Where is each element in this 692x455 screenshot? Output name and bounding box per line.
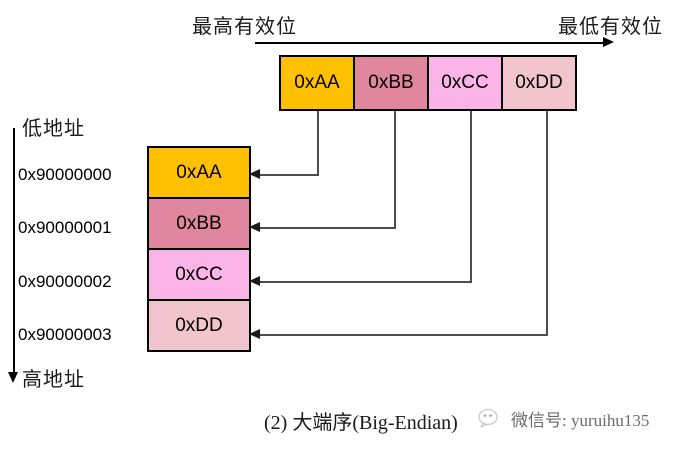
connector-0-vertical bbox=[317, 111, 319, 175]
memory-cell-2: 0xCC bbox=[147, 248, 251, 301]
least-significant-bit-label: 最低有效位 bbox=[558, 16, 663, 38]
connector-2-vertical bbox=[470, 111, 472, 282]
address-label-3: 0x90000003 bbox=[18, 325, 112, 344]
memory-cell-3: 0xDD bbox=[147, 299, 251, 352]
connector-0-arrow-head bbox=[249, 169, 260, 179]
watermark: 微信号: yuruihu135 bbox=[478, 406, 649, 431]
value-byte-2-label: 0xCC bbox=[441, 72, 489, 93]
value-byte-0-label: 0xAA bbox=[294, 72, 340, 93]
connector-3-vertical bbox=[546, 111, 548, 335]
connector-2-arrow-head bbox=[249, 276, 260, 286]
diagram-caption: (2) 大端序(Big-Endian) bbox=[264, 412, 458, 434]
wechat-icon bbox=[478, 408, 498, 428]
connector-1-vertical bbox=[394, 111, 396, 228]
connector-0-horizontal bbox=[259, 174, 319, 176]
address-axis-line bbox=[13, 128, 15, 376]
most-significant-bit-label: 最高有效位 bbox=[192, 16, 297, 38]
memory-cell-3-label: 0xDD bbox=[175, 314, 223, 336]
memory-cell-0-label: 0xAA bbox=[176, 161, 222, 183]
significance-arrow-head bbox=[603, 37, 614, 47]
high-address-label: 高地址 bbox=[22, 369, 85, 391]
memory-cell-1: 0xBB bbox=[147, 197, 251, 250]
memory-cell-0: 0xAA bbox=[147, 146, 251, 199]
value-byte-1-label: 0xBB bbox=[368, 72, 414, 93]
connector-3-horizontal bbox=[259, 334, 548, 336]
address-label-2: 0x90000002 bbox=[18, 272, 112, 291]
value-byte-0: 0xAA bbox=[279, 55, 355, 111]
watermark-text: 微信号: yuruihu135 bbox=[511, 411, 650, 430]
memory-cell-1-label: 0xBB bbox=[176, 212, 222, 234]
memory-cell-2-label: 0xCC bbox=[175, 263, 223, 285]
address-axis-arrow-head bbox=[8, 372, 18, 383]
connector-3-arrow-head bbox=[249, 329, 260, 339]
low-address-label: 低地址 bbox=[22, 118, 85, 140]
value-byte-3: 0xDD bbox=[501, 55, 577, 111]
value-byte-2: 0xCC bbox=[427, 55, 503, 111]
address-label-0: 0x90000000 bbox=[18, 165, 112, 184]
significance-arrow-line bbox=[255, 42, 605, 44]
memory-column: 0xAA 0xBB 0xCC 0xDD bbox=[147, 146, 251, 352]
value-byte-strip: 0xAA 0xBB 0xCC 0xDD bbox=[279, 55, 577, 111]
value-byte-3-label: 0xDD bbox=[515, 72, 563, 93]
connector-1-arrow-head bbox=[249, 222, 260, 232]
address-label-1: 0x90000001 bbox=[18, 218, 112, 237]
connector-1-horizontal bbox=[259, 227, 396, 229]
value-byte-1: 0xBB bbox=[353, 55, 429, 111]
connector-2-horizontal bbox=[259, 281, 472, 283]
